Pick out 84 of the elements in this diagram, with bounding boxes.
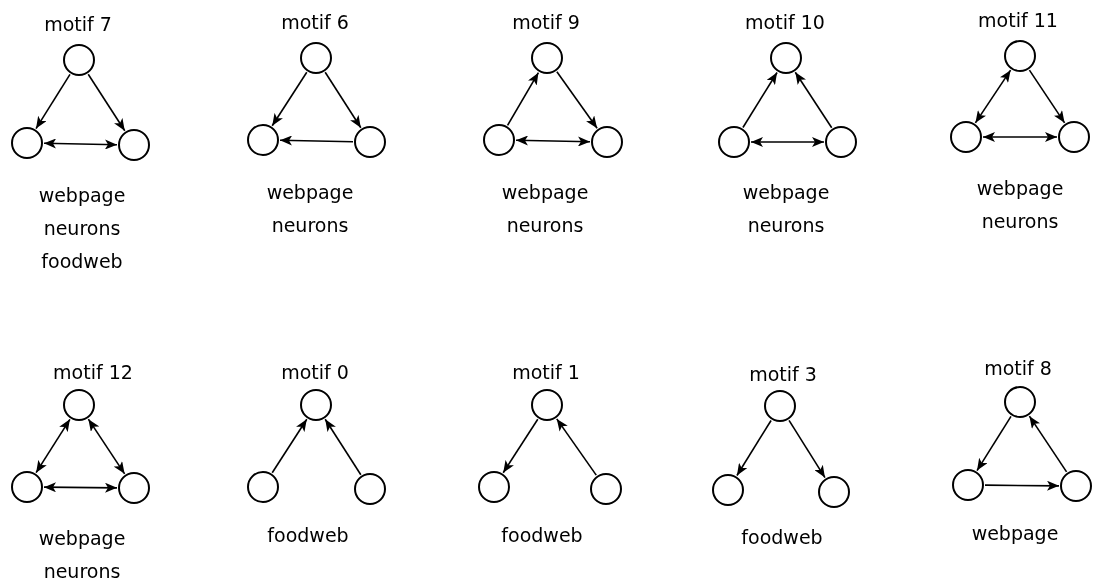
dataset-label: neurons <box>981 210 1059 232</box>
dataset-label: foodweb <box>41 250 123 272</box>
node-circle <box>591 126 623 158</box>
arrow <box>1028 69 1066 124</box>
arrow <box>271 418 308 474</box>
arrow <box>87 418 126 475</box>
motif-title: motif 9 <box>512 11 580 33</box>
dataset-label: webpage <box>38 527 126 549</box>
motif-title: motif 7 <box>44 13 112 35</box>
dataset-label: webpage <box>266 181 354 203</box>
arrow <box>35 418 71 474</box>
arrow <box>324 71 362 129</box>
node-circle <box>354 126 386 158</box>
node-circle <box>11 471 43 503</box>
arrow <box>87 73 126 132</box>
dataset-label: neurons <box>506 214 584 236</box>
dataset-label: webpage <box>501 181 589 203</box>
motif-title: motif 10 <box>745 11 825 33</box>
node-circle <box>1004 40 1036 72</box>
dataset-label: webpage <box>742 181 830 203</box>
node-circle <box>1060 470 1092 502</box>
arrow <box>324 418 362 476</box>
node-circle <box>825 126 857 158</box>
node-circle <box>63 389 95 421</box>
motif-title: motif 8 <box>984 357 1052 379</box>
arrow <box>506 71 540 127</box>
arrow <box>736 419 772 477</box>
dataset-label: webpage <box>976 177 1064 199</box>
dataset-label: neurons <box>747 214 825 236</box>
dataset-label: foodweb <box>501 524 583 546</box>
node-circle <box>531 389 563 421</box>
node-circle <box>1058 121 1090 153</box>
arrow <box>502 418 539 474</box>
dataset-label: neurons <box>43 217 121 239</box>
dataset-label: foodweb <box>267 524 349 546</box>
arrow <box>976 415 1012 472</box>
dataset-label: webpage <box>38 184 126 206</box>
motif-title: motif 12 <box>53 361 133 383</box>
node-circle <box>1004 386 1036 418</box>
node-circle <box>950 121 982 153</box>
arrow <box>35 73 71 130</box>
arrow <box>556 71 598 129</box>
arrow <box>279 135 354 146</box>
node-circle <box>531 42 563 74</box>
node-circle <box>118 472 150 504</box>
node-circle <box>818 476 850 508</box>
arrow <box>271 71 308 127</box>
dataset-label: foodweb <box>741 526 823 548</box>
arrow <box>794 71 833 129</box>
node-circle <box>354 473 386 505</box>
arrow <box>742 71 778 129</box>
node-circle <box>63 44 95 76</box>
dataset-label: webpage <box>971 522 1059 544</box>
motif-title: motif 3 <box>749 363 817 385</box>
arrow <box>984 480 1060 491</box>
node-circle <box>952 469 984 501</box>
arrow <box>43 138 118 150</box>
arrow <box>750 137 825 147</box>
arrow <box>974 69 1012 124</box>
arrow <box>555 418 598 476</box>
node-circle <box>770 42 802 74</box>
node-circle <box>118 129 150 161</box>
arrow <box>982 132 1058 142</box>
node-circle <box>300 389 332 421</box>
motif-title: motif 0 <box>281 361 349 383</box>
node-circle <box>718 126 750 158</box>
node-circle <box>764 390 796 422</box>
motif-title: motif 6 <box>281 11 349 33</box>
node-circle <box>478 471 510 503</box>
node-circle <box>247 471 279 503</box>
node-circle <box>483 124 515 156</box>
node-circle <box>11 127 43 159</box>
motif-title: motif 11 <box>978 9 1058 31</box>
node-circle <box>300 42 332 74</box>
dataset-label: neurons <box>271 214 349 236</box>
motif-title: motif 1 <box>512 361 580 383</box>
node-circle <box>247 124 279 156</box>
node-circle <box>712 474 744 506</box>
arrow <box>1028 415 1068 473</box>
arrow <box>515 135 591 147</box>
node-circle <box>590 473 622 505</box>
dataset-label: neurons <box>43 560 121 581</box>
arrow <box>788 419 826 479</box>
arrow <box>43 482 118 493</box>
